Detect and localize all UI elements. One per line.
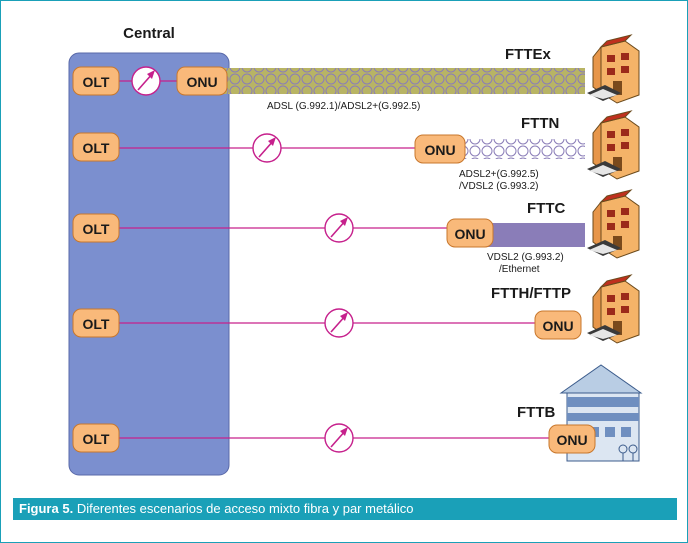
olt-node-fttn bbox=[72, 132, 120, 162]
copper-pair-loops-fttn bbox=[459, 139, 585, 159]
fttn-note-2: /VDSL2 (G.993.2) bbox=[459, 181, 538, 192]
fttn-label: FTTN bbox=[521, 115, 559, 132]
olt-label-fttc: OLT bbox=[83, 221, 110, 237]
onu-node-ftth bbox=[534, 310, 582, 340]
fttex-label: FTTEx bbox=[505, 46, 551, 63]
house-icon bbox=[586, 274, 640, 344]
onu-label-fttn: ONU bbox=[424, 142, 455, 158]
caption-bar: Figura 5. Diferentes escenarios de acces… bbox=[13, 498, 677, 520]
house-icon bbox=[586, 189, 640, 259]
splitter-icon bbox=[252, 133, 282, 163]
access-diagram: Central OLT ONU FTTEx ADSL (G.992.1)/ADS… bbox=[68, 25, 643, 476]
olt-node-fttex bbox=[72, 66, 120, 96]
olt-node-fttc bbox=[72, 213, 120, 243]
onu-node-fttb bbox=[548, 424, 596, 454]
copper-pair-loops-fttex bbox=[223, 68, 585, 94]
copper-pair-loops-fttc bbox=[487, 223, 585, 247]
olt-label-fttb: OLT bbox=[83, 431, 110, 447]
figure-caption: Figura 5. Diferentes escenarios de acces… bbox=[19, 501, 414, 516]
caption-prefix: Figura 5. bbox=[19, 501, 74, 516]
olt-node-ftth bbox=[72, 308, 120, 338]
onu-node-fttex bbox=[176, 66, 228, 96]
fttc-note-2: /Ethernet bbox=[499, 264, 540, 275]
olt-label-fttn: OLT bbox=[83, 140, 110, 156]
olt-label-fttex: OLT bbox=[83, 74, 110, 90]
splitter-icon bbox=[131, 66, 161, 96]
onu-label-fttc: ONU bbox=[454, 226, 485, 242]
onu-label-ftth: ONU bbox=[542, 318, 573, 334]
fttex-note: ADSL (G.992.1)/ADSL2+(G.992.5) bbox=[267, 101, 420, 112]
onu-node-fttc bbox=[446, 218, 494, 248]
central-office bbox=[68, 52, 230, 476]
house-icon bbox=[586, 34, 640, 104]
onu-label-fttex: ONU bbox=[186, 74, 217, 90]
splitter-icon bbox=[324, 308, 354, 338]
house-icon bbox=[586, 110, 640, 180]
onu-node-fttn bbox=[414, 134, 466, 164]
caption-text: Diferentes escenarios de acceso mixto fi… bbox=[76, 501, 414, 516]
ftth-label: FTTH/FTTP bbox=[491, 285, 571, 302]
olt-label-ftth: OLT bbox=[83, 316, 110, 332]
fttc-label: FTTC bbox=[527, 200, 565, 217]
central-title: Central bbox=[123, 25, 175, 42]
splitter-icon bbox=[324, 213, 354, 243]
onu-label-fttb: ONU bbox=[556, 432, 587, 448]
splitter-icon bbox=[324, 423, 354, 453]
fttn-note-1: ADSL2+(G.992.5) bbox=[459, 169, 539, 180]
olt-node-fttb bbox=[72, 423, 120, 453]
fttb-label: FTTB bbox=[517, 404, 555, 421]
fttc-note-1: VDSL2 (G.993.2) bbox=[487, 252, 564, 263]
